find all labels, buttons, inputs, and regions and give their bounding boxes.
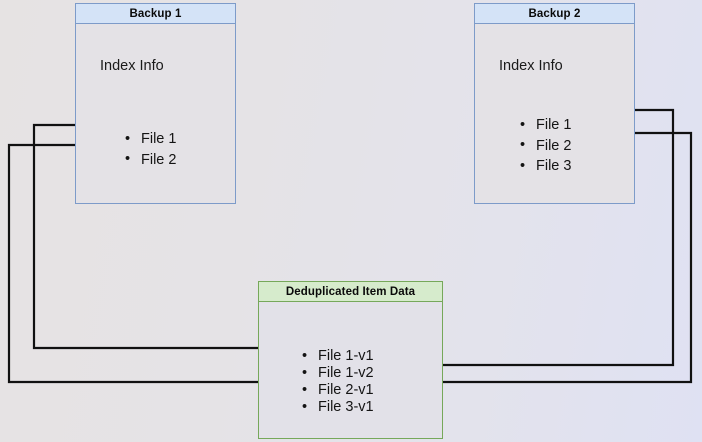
node-deduplicated-body: File 1-v1 File 1-v2 File 2-v1 File 3-v1 (259, 302, 442, 438)
index-info-label-2: Index Info (499, 58, 563, 74)
list-item: File 2 (125, 149, 176, 171)
node-deduplicated-title: Deduplicated Item Data (259, 282, 442, 302)
node-deduplicated-item-data[interactable]: Deduplicated Item Data File 1-v1 File 1-… (258, 281, 443, 439)
node-backup-1-title: Backup 1 (76, 4, 235, 24)
list-item: File 1 (520, 115, 571, 136)
list-item: File 2 (520, 135, 571, 157)
list-item: File 3-v1 (302, 399, 374, 416)
list-item: File 2-v1 (302, 382, 374, 399)
node-backup-2-title: Backup 2 (475, 4, 634, 24)
list-item: File 1 (125, 129, 176, 150)
node-backup-1[interactable]: Backup 1 Index Info File 1 File 2 (75, 3, 236, 204)
node-backup-1-body: Index Info File 1 File 2 (76, 24, 235, 203)
file-list-backup-2: File 1 File 2 File 3 (520, 115, 571, 177)
index-info-label-1: Index Info (100, 58, 164, 74)
file-list-deduplicated: File 1-v1 File 1-v2 File 2-v1 File 3-v1 (302, 348, 374, 416)
file-list-backup-1: File 1 File 2 (125, 129, 176, 170)
list-item: File 1-v1 (302, 348, 374, 365)
list-item: File 1-v2 (302, 365, 374, 382)
node-backup-2-body: Index Info File 1 File 2 File 3 (475, 24, 634, 203)
list-item: File 3 (520, 156, 571, 177)
node-backup-2[interactable]: Backup 2 Index Info File 1 File 2 File 3 (474, 3, 635, 204)
